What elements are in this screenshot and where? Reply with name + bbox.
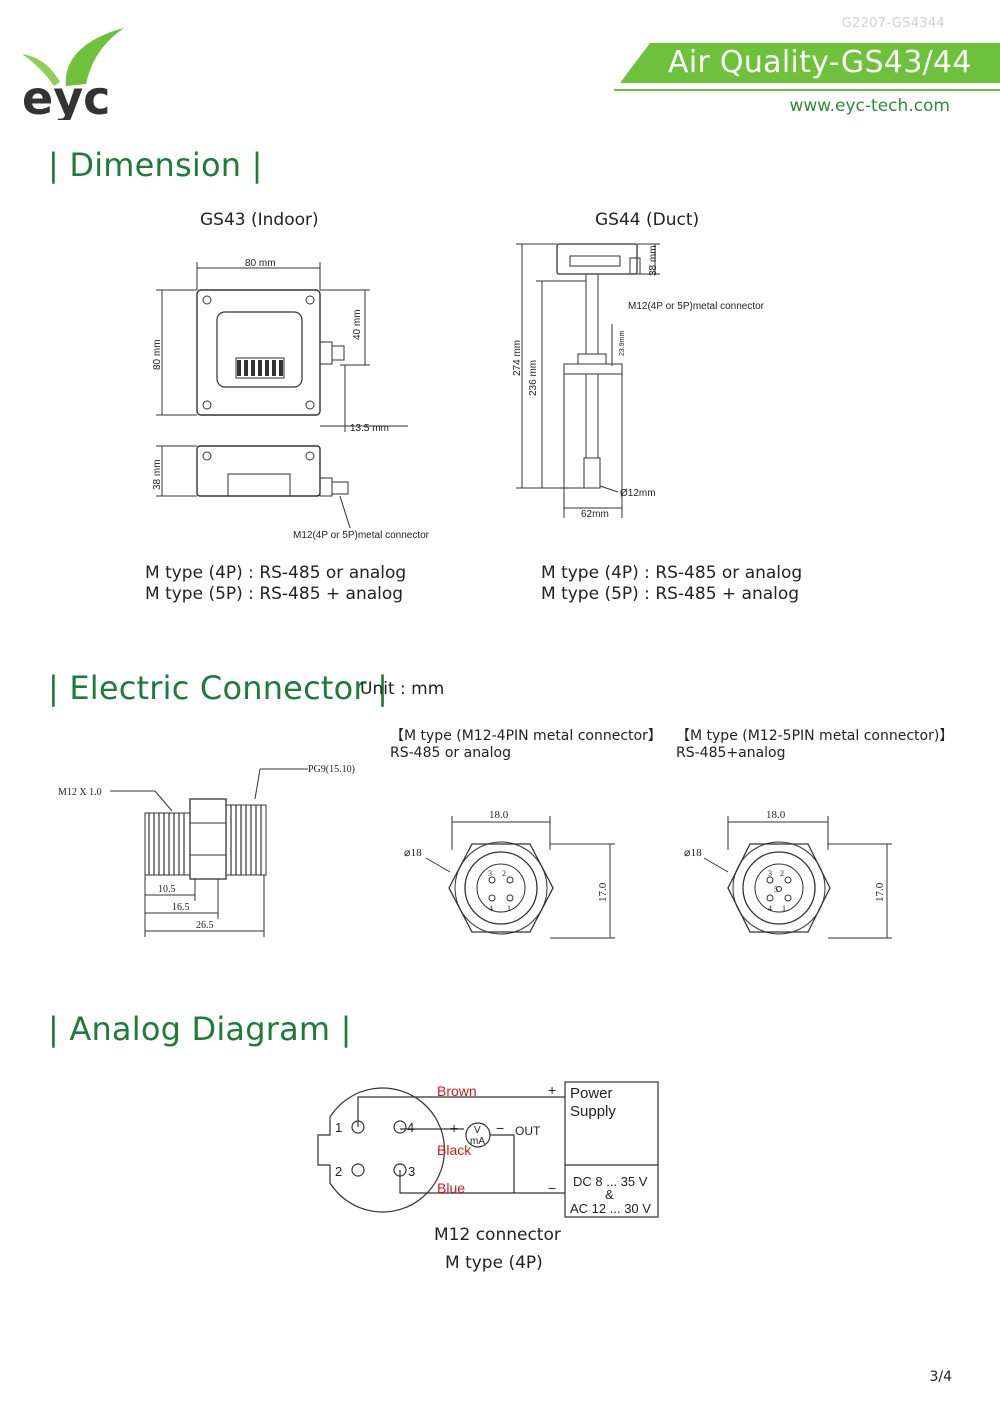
analog-wiring-diagram: Brown Black Blue + − + − OUT V mA Power … [317,1081,659,1218]
document-code: G2207-GS4344 [841,16,945,31]
black-wire-label: Black [437,1142,472,1158]
dimension-heading: | Dimension | [48,146,263,184]
four-pin-height: 17.0 [597,882,609,902]
supply-plus: + [548,1082,556,1098]
gs44-flange-width-label: 62mm [581,509,609,520]
gs44-note-5p: M type (5P) : RS-485 + analog [541,584,800,604]
four-pin-1: 1 [507,904,511,913]
analog-heading: | Analog Diagram | [48,1010,352,1048]
gs44-total-length-label: 274 mm [512,340,523,376]
five-pin-front-drawing: 18.0 17.0 ⌀18 1 2 3 4 5 [684,809,892,939]
four-pin-2: 2 [502,869,506,878]
gs43-width-label: 80 mm [245,258,276,269]
unit-label: Unit : mm [360,679,445,699]
dim-26-5: 26.5 [196,920,214,931]
gs44-head-height-label: 38 mm [648,245,659,276]
gs43-notes: M type (4P) : RS-485 or analog M type (5… [145,563,406,605]
four-pin-4: 4 [489,904,493,913]
five-pin-4: 4 [768,904,772,913]
gs44-flange-label: 23.9mm [619,331,626,356]
gs43-note-4p: M type (4P) : RS-485 or analog [145,563,407,583]
gs43-offset-label: 13.5 mm [350,423,389,434]
analog-caption-2: M type (4P) [445,1253,543,1273]
pg-label: PG9(15.10) [308,764,355,775]
pin-1-label: 1 [335,1120,342,1135]
brown-wire-label: Brown [437,1083,477,1099]
meter-plus: + [450,1120,458,1136]
power-title-2: Supply [570,1103,616,1120]
gs44-connector-label: M12(4P or 5P)metal connector [628,301,765,312]
five-pin-5: 5 [774,885,778,894]
four-pin-title: 【M type (M12-4PIN metal connector】 [390,728,662,744]
four-pin-front-drawing: 18.0 17.0 ⌀18 1 2 3 4 [404,809,615,939]
five-pin-subtitle: RS-485+analog [676,745,786,761]
five-pin-header: 【M type (M12-5PIN metal connector)】 RS-4… [676,728,953,762]
website-link[interactable]: www.eyc-tech.com [789,96,950,116]
dim-10-5: 10.5 [158,884,176,895]
four-pin-width: 18.0 [489,809,509,821]
meter-minus: − [496,1120,504,1136]
dc-ac-amp: & [605,1187,614,1202]
four-pin-header: 【M type (M12-4PIN metal connector】 RS-48… [390,728,662,762]
meter-ma-label: mA [470,1136,485,1147]
eyc-leaf-logo-icon: eyc [22,28,124,120]
logo-text: eyc [22,71,110,120]
analog-caption-1: M12 connector [434,1225,561,1245]
out-label: OUT [515,1124,541,1138]
gs43-height-label: 80 mm [152,339,163,370]
meter-v-label: V [474,1125,481,1136]
gs43-note-5p: M type (5P) : RS-485 + analog [145,584,404,604]
pin-3-label: 3 [408,1164,415,1179]
four-pin-subtitle: RS-485 or analog [390,745,511,761]
connector-heading: | Electric Connector | [48,669,389,707]
gs44-note-4p: M type (4P) : RS-485 or analog [541,563,803,583]
gs43-side-height-label: 38 mm [152,459,163,490]
gs43-connector-label: M12(4P or 5P)metal connector [293,530,430,541]
dc-range: DC 8 ... 35 V [573,1174,648,1189]
five-pin-title: 【M type (M12-5PIN metal connector)】 [676,728,954,744]
page-title: Air Quality-GS43/44 [668,45,972,80]
title-banner [620,43,1000,83]
five-pin-2: 2 [780,869,784,878]
ac-range: AC 12 ... 30 V [570,1201,651,1216]
five-pin-height: 17.0 [874,882,886,902]
gs43-depth-label: 40 mm [352,309,363,340]
gs44-probe-length-label: 236 mm [528,360,539,396]
supply-minus: − [548,1180,556,1196]
five-pin-dia: ⌀18 [684,847,702,859]
five-pin-3: 3 [768,869,772,878]
pin-2-label: 2 [335,1164,342,1179]
page-number: 3/4 [929,1369,952,1385]
thread-label: M12 X 1.0 [58,787,102,798]
gs43-dimension-drawing: 80 mm 80 mm 40 mm 13.5 mm 38 mm M12(4P o… [152,258,430,541]
gs43-caption: GS43 (Indoor) [200,210,319,230]
five-pin-width: 18.0 [766,809,786,821]
dim-16-5: 16.5 [172,902,190,913]
gs44-notes: M type (4P) : RS-485 or analog M type (5… [541,563,802,605]
title-underline [614,89,1000,91]
gs44-dimension-drawing: 38 mm M12(4P or 5P)metal connector 23.9m… [512,243,765,520]
blue-wire-label: Blue [437,1180,465,1196]
five-pin-1: 1 [782,904,786,913]
power-title-1: Power [570,1085,613,1102]
connector-side-drawing: M12 X 1.0 PG9(15.10) 10.5 16.5 26.5 [58,764,355,937]
gs44-caption: GS44 (Duct) [595,210,700,230]
four-pin-3: 3 [488,869,492,878]
gs44-diameter-label: Ø12mm [620,488,656,499]
pin-4-label: 4 [407,1120,414,1135]
four-pin-dia: ⌀18 [404,847,422,859]
